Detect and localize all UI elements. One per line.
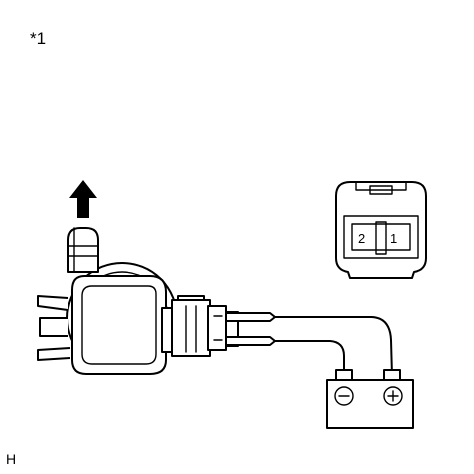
arrow-up-icon xyxy=(69,180,97,218)
positive-lead-wire xyxy=(274,316,393,377)
pin-1-label: 1 xyxy=(390,231,397,246)
battery xyxy=(326,369,414,429)
minus-icon xyxy=(334,386,354,406)
negative-lead-wire xyxy=(274,340,345,377)
valve-body xyxy=(37,227,178,375)
test-probes xyxy=(225,312,276,346)
plus-icon xyxy=(383,386,403,406)
connector-front-view: 2 1 xyxy=(335,181,427,279)
callout-label: *1 xyxy=(30,29,47,48)
pin-2-label: 2 xyxy=(358,231,365,246)
valve-connector xyxy=(171,295,239,357)
illustration-id: H xyxy=(6,451,17,467)
